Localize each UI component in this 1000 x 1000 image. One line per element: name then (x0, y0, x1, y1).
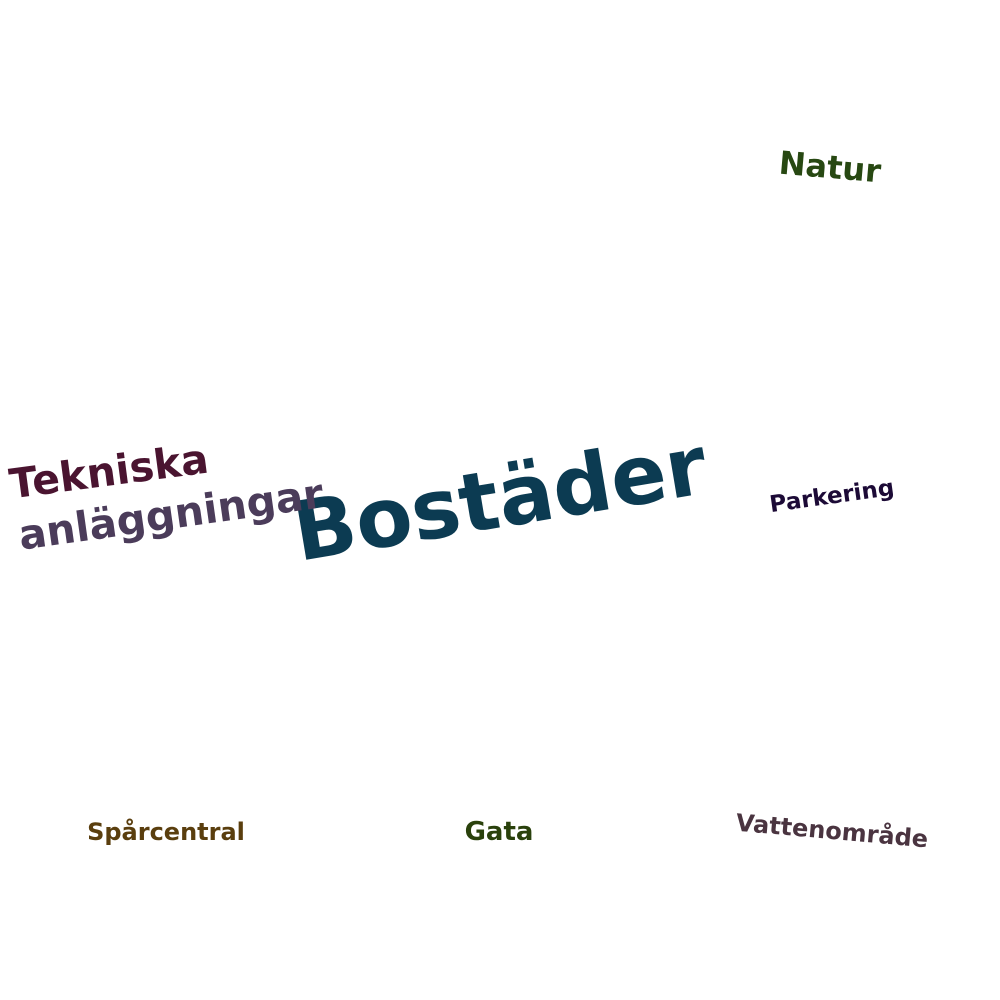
word-parkering: Parkering (768, 474, 896, 519)
word-sparcentral: Spårcentral (87, 818, 245, 846)
word-vattenomrade: Vattenområde (734, 808, 930, 854)
word-natur: Natur (777, 143, 883, 191)
word-gata: Gata (464, 817, 534, 847)
word-bostader: Bostäder (286, 418, 714, 581)
